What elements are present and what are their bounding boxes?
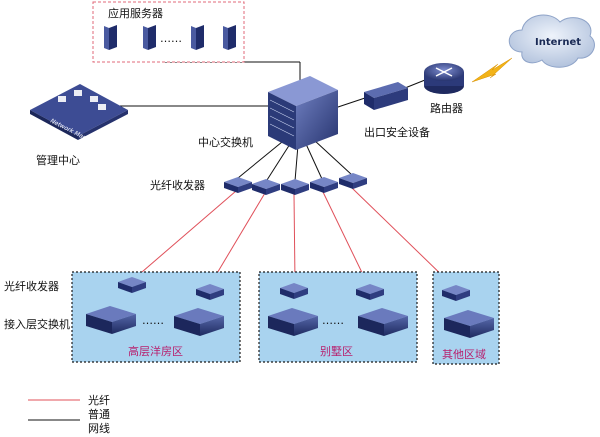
transceivers-top bbox=[224, 173, 367, 195]
zone-ellipsis: …… bbox=[142, 314, 164, 327]
link-core-tr4 bbox=[305, 143, 323, 180]
router-label: 路由器 bbox=[430, 101, 463, 115]
security-device-group: 出口安全设备 bbox=[364, 82, 430, 139]
links bbox=[111, 61, 466, 311]
server-icon bbox=[223, 25, 236, 50]
legend-cable-label-2: 网线 bbox=[88, 421, 110, 435]
fiber-link-5 bbox=[351, 187, 451, 284]
access-switch-icon bbox=[174, 308, 224, 336]
legend: 光纤 普通 网线 bbox=[28, 393, 110, 435]
transceiver-icon bbox=[356, 284, 384, 300]
legend-cable-label: 普通 bbox=[88, 407, 110, 421]
transceiver-icon bbox=[280, 283, 308, 299]
transceiver-icon bbox=[310, 177, 338, 193]
zone-label: 高层洋房区 bbox=[128, 344, 183, 358]
transceiver-icon bbox=[118, 277, 146, 293]
link-core-tr3 bbox=[294, 144, 299, 182]
core-switch-label: 中心交换机 bbox=[198, 135, 253, 149]
fiber-link-2 bbox=[209, 192, 266, 286]
zone-high-rise: …… 高层洋房区 bbox=[71, 271, 241, 363]
core-switch-icon bbox=[296, 90, 338, 150]
access-switch-icon bbox=[444, 310, 494, 338]
fiber-link-4 bbox=[322, 191, 369, 286]
zone-label: 别墅区 bbox=[320, 345, 353, 358]
transceiver-icon bbox=[442, 285, 470, 301]
zone-other: 其他区域 bbox=[432, 271, 500, 365]
transceiver-icon bbox=[224, 177, 252, 193]
transceiver-icon bbox=[281, 179, 309, 195]
server-icon bbox=[191, 25, 204, 50]
zone-ellipsis: …… bbox=[322, 314, 344, 327]
internet-cloud: Internet bbox=[508, 14, 595, 68]
access-switch-icon bbox=[268, 308, 318, 336]
cloud-shape bbox=[508, 14, 595, 68]
router-arrows bbox=[435, 67, 453, 77]
transceiver-icon bbox=[196, 284, 224, 300]
transceiver-icon bbox=[339, 173, 367, 189]
zone-villa: …… 别墅区 bbox=[258, 271, 418, 363]
link-security-router bbox=[404, 79, 426, 89]
fiber-transceiver-label-left: 光纤收发器 bbox=[4, 279, 59, 293]
fiber-link-1 bbox=[134, 190, 237, 279]
access-switch-icon bbox=[86, 306, 136, 334]
management-center-label: 管理中心 bbox=[36, 153, 80, 167]
core-switch-group: 中心交换机 bbox=[198, 76, 338, 150]
computer-icon bbox=[58, 90, 106, 110]
management-center-group: Network Management 管理中心 bbox=[30, 84, 128, 167]
app-servers-group: 应用服务器 …… bbox=[92, 1, 245, 63]
access-switch-icon bbox=[358, 308, 408, 336]
internet-label: Internet bbox=[535, 37, 581, 48]
app-servers-label: 应用服务器 bbox=[108, 6, 163, 20]
server-icon bbox=[143, 25, 156, 50]
management-platform bbox=[30, 84, 128, 136]
fiber-transceiver-label-top: 光纤收发器 bbox=[150, 178, 205, 192]
router-group: 路由器 bbox=[424, 63, 464, 115]
link-core-tr5 bbox=[313, 139, 353, 176]
zone-label: 其他区域 bbox=[442, 348, 486, 361]
fiber-link-3 bbox=[293, 193, 296, 283]
access-switch-label: 接入层交换机 bbox=[4, 317, 70, 331]
app-servers-box bbox=[92, 1, 245, 63]
legend-fiber-label: 光纤 bbox=[88, 393, 110, 407]
transceiver-icon bbox=[252, 179, 280, 195]
link-core-tr1 bbox=[237, 141, 283, 179]
link-core-tr2 bbox=[266, 143, 291, 181]
lightning-icon bbox=[471, 57, 513, 83]
servers-ellipsis: …… bbox=[160, 32, 182, 45]
server-icon bbox=[104, 25, 117, 50]
egress-security-label: 出口安全设备 bbox=[364, 125, 430, 139]
link-core-security bbox=[334, 97, 366, 109]
